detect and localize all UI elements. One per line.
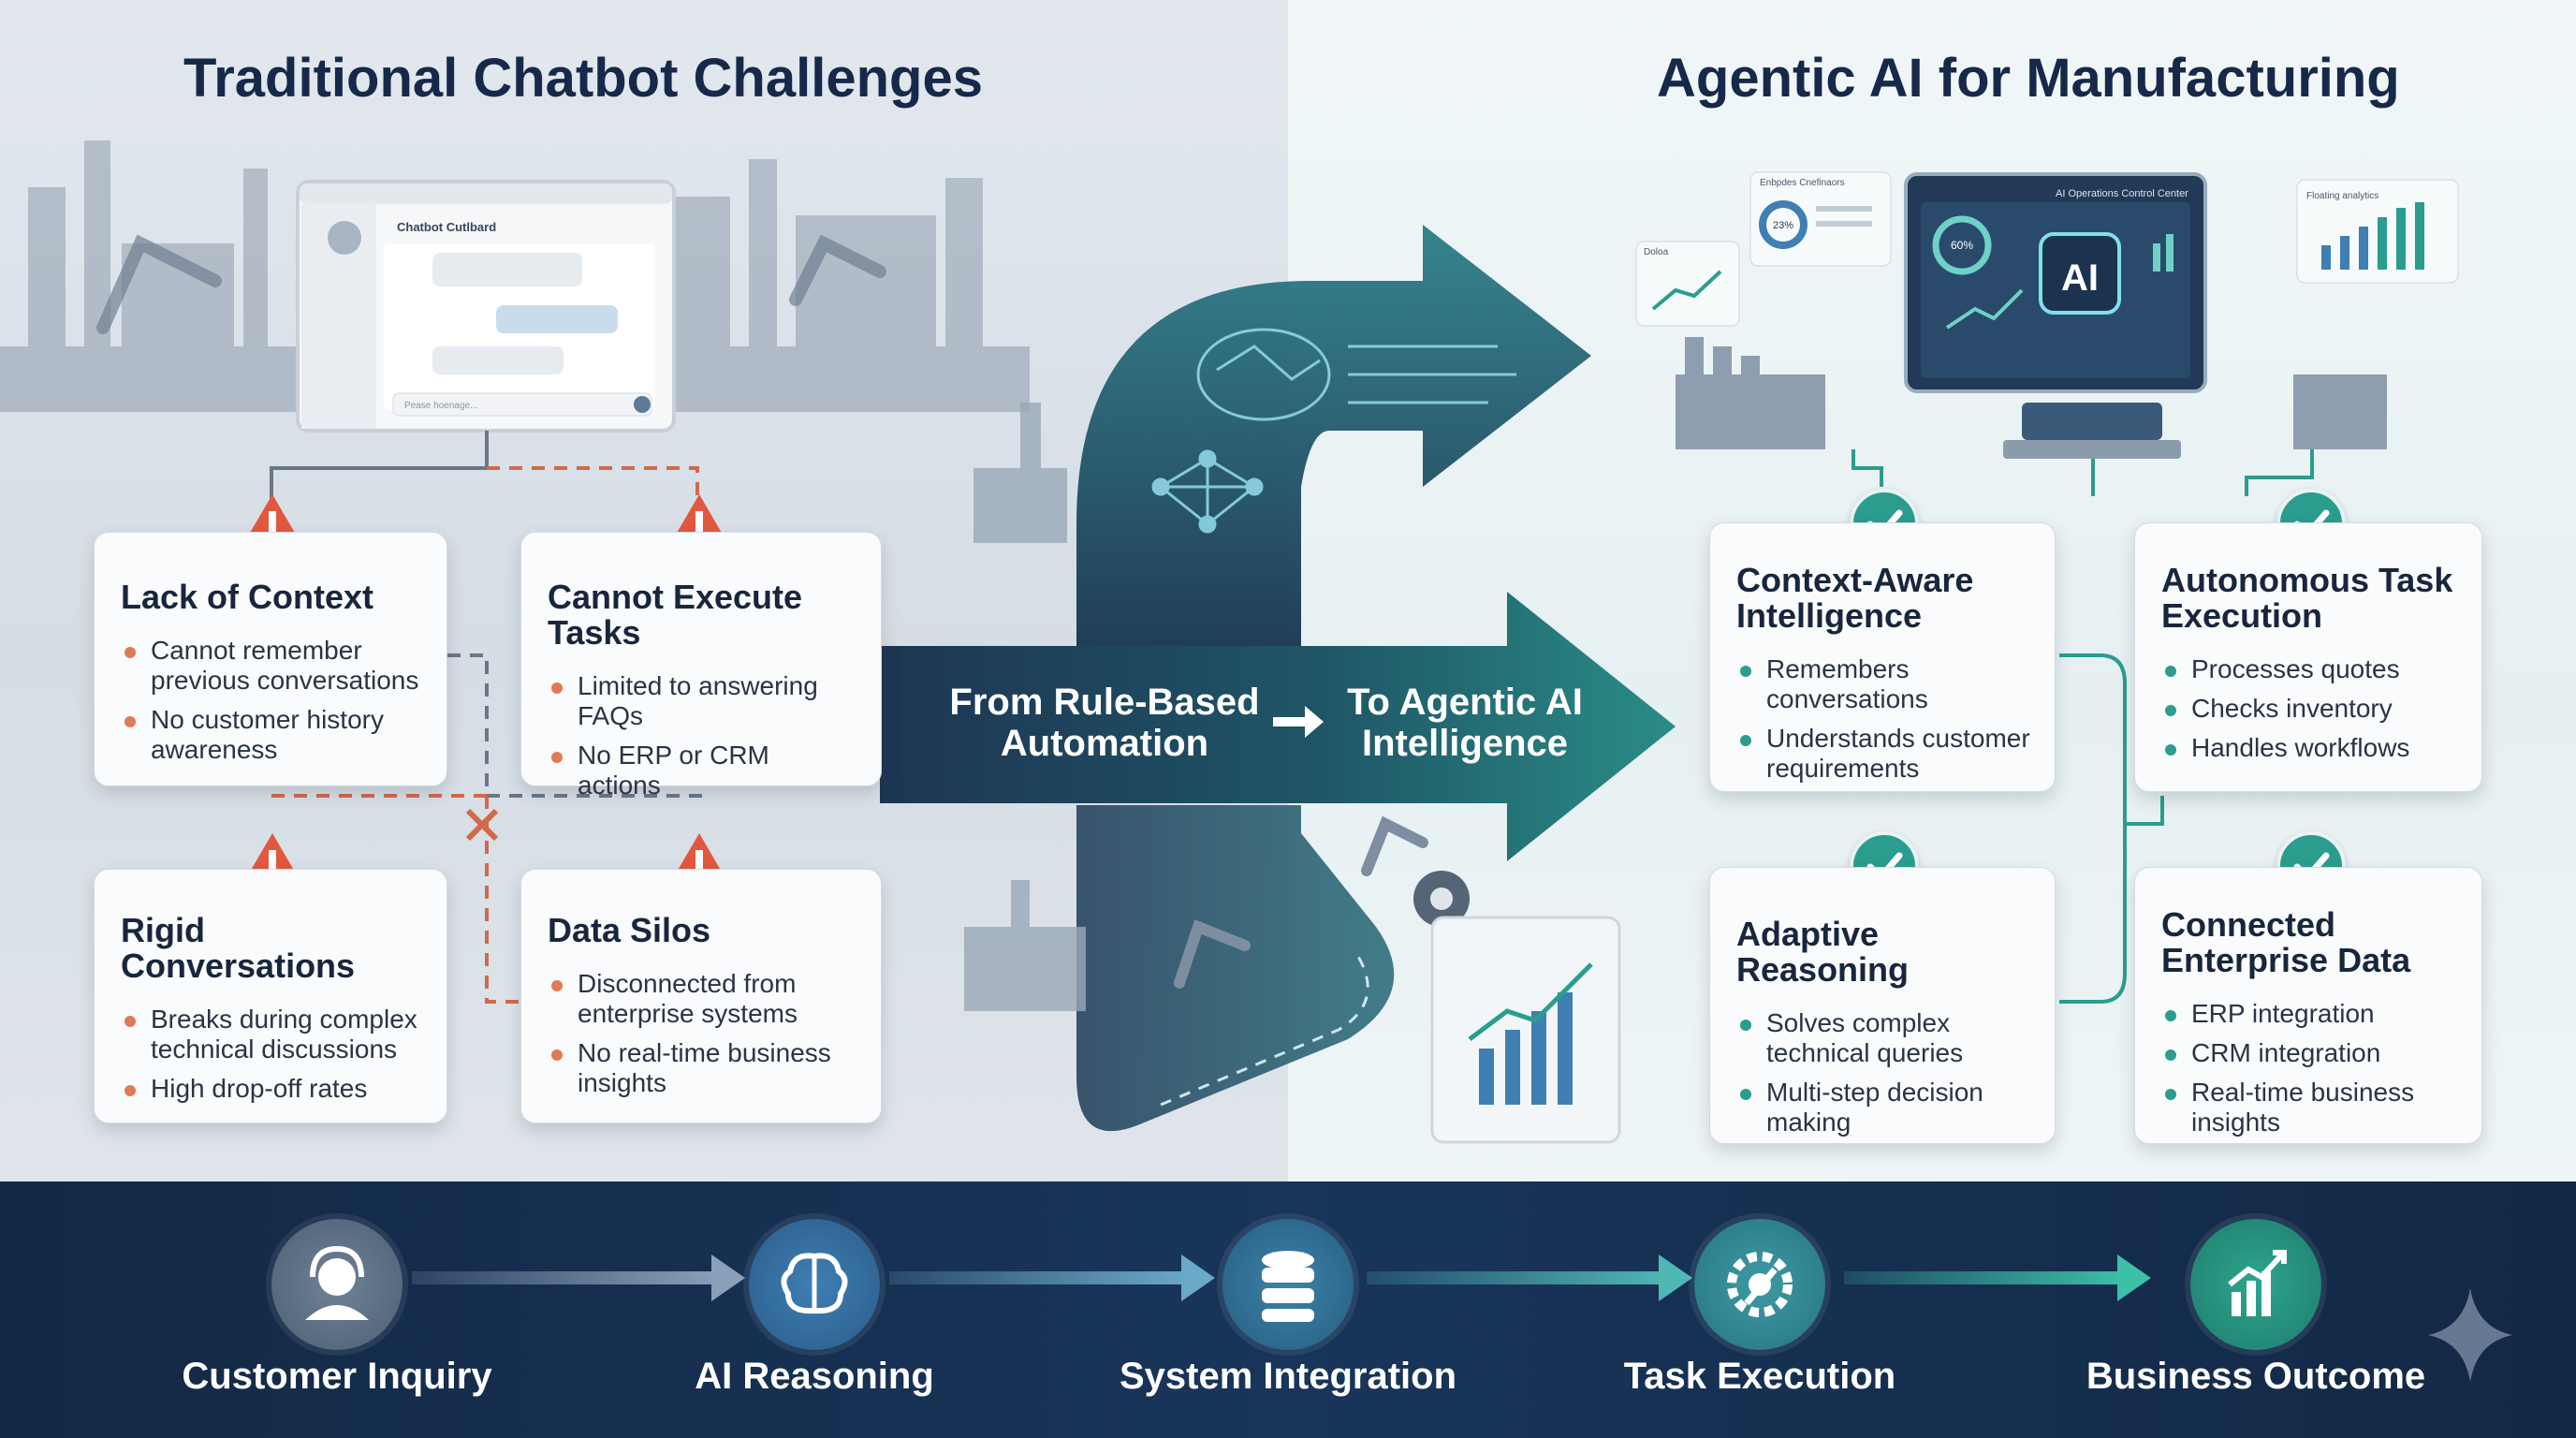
challenge-card-rigid-conversations: Rigid Conversations Breaks during comple…	[94, 869, 447, 1123]
growth-chart-card	[1430, 916, 1621, 1144]
challenge-title: Data Silos	[548, 911, 711, 949]
benefit-bullet: Real-time business insights	[2161, 1078, 2457, 1137]
benefit-card-adaptive-reasoning: Adaptive Reasoning Solves complex techni…	[1709, 867, 2056, 1144]
challenge-bullet: No real-time business insights	[548, 1038, 856, 1098]
arrowhead-icon	[1181, 1255, 1215, 1301]
challenge-bullet: High drop-off rates	[121, 1074, 422, 1104]
benefit-bullet: Processes quotes	[2161, 654, 2457, 684]
control-center-monitor	[1904, 172, 2207, 459]
mini-factory-left	[964, 403, 1086, 1011]
arrowhead-icon	[1659, 1255, 1692, 1301]
benefit-title: Context-Aware Intelligence	[1736, 561, 1974, 635]
workflow-arrow	[1844, 1271, 2125, 1284]
headset-icon	[271, 1219, 402, 1350]
step-label: Business Outcome	[2086, 1356, 2426, 1397]
benefit-card-connected-data: Connected Enterprise Data ERP integratio…	[2134, 867, 2482, 1144]
factory-silhouette	[0, 140, 1030, 412]
benefit-bullet: Handles workflows	[2161, 733, 2457, 763]
chatbot-window	[296, 180, 676, 433]
step-label: AI Reasoning	[695, 1356, 934, 1397]
challenge-card-data-silos: Data Silos Disconnected from enterprise …	[520, 869, 882, 1123]
mini-robot-arm	[1174, 815, 1428, 989]
transition-arrow-icon	[1269, 700, 1325, 743]
growth-chart-icon	[2190, 1219, 2321, 1350]
step-label: Task Execution	[1623, 1356, 1896, 1397]
benefit-bullet: Checks inventory	[2161, 694, 2457, 724]
benefit-card-context-aware: Context-Aware Intelligence Remembers con…	[1709, 522, 2056, 792]
floating-card-left-gauge: 23%	[1773, 220, 1793, 231]
step-label: System Integration	[1119, 1356, 1457, 1397]
challenge-card-cannot-execute: Cannot Execute Tasks Limited to answerin…	[520, 532, 882, 800]
benefit-card-autonomous-task: Autonomous Task Execution Processes quot…	[2134, 522, 2482, 792]
challenge-bullet: Limited to answering FAQs	[548, 671, 856, 731]
challenge-title: Rigid Conversations	[121, 911, 356, 985]
brain-icon	[749, 1219, 880, 1350]
benefit-bullet: Multi-step decision making	[1736, 1078, 2030, 1137]
step-label: Customer Inquiry	[182, 1356, 492, 1397]
benefit-bullet: ERP integration	[2161, 999, 2457, 1029]
mini-gear-icon	[1413, 871, 1470, 927]
benefit-bullet: Solves complex technical queries	[1736, 1008, 2030, 1068]
benefit-title: Autonomous Task Execution	[2161, 561, 2453, 635]
floating-card-small	[1635, 241, 1740, 327]
transition-from-text: From Rule-Based Automation	[949, 682, 1260, 764]
transition-to-text: To Agentic AI Intelligence	[1347, 682, 1583, 764]
floating-card-left	[1749, 171, 1892, 267]
floating-analytics-title: Floating analytics	[2306, 191, 2378, 201]
database-icon	[1222, 1219, 1354, 1350]
broken-link-icon	[465, 808, 499, 842]
benefit-bullet: Understands customer requirements	[1736, 724, 2030, 784]
arrowhead-icon	[711, 1255, 745, 1301]
chatbot-window-title: Chatbot Cutlbard	[397, 220, 496, 234]
curve-arrow	[1076, 225, 1591, 655]
factory-right	[1676, 337, 2387, 449]
connector-lines-right	[1852, 449, 2314, 1004]
workflow-arrow	[1367, 1271, 1666, 1284]
challenge-bullet: Breaks during complex technical discussi…	[121, 1005, 422, 1064]
scenery-layer: Chatbot Cutlbard Pease hoenage...	[0, 140, 2459, 1144]
benefit-title: Connected Enterprise Data	[2161, 905, 2411, 979]
challenge-bullet: Cannot remember previous conversations	[121, 636, 422, 696]
challenge-bullet: Disconnected from enterprise systems	[548, 969, 856, 1029]
sparkle-icon	[2428, 1288, 2512, 1382]
left-title: Traditional Chatbot Challenges	[183, 48, 983, 109]
floating-card-small-title: Doloa	[1644, 247, 1669, 257]
robot-arm-left	[96, 234, 886, 334]
floating-card-left-title: Enbpdes Cnefinaors	[1760, 178, 1845, 188]
challenge-bullet: No customer history awareness	[121, 705, 422, 765]
workflow-road	[1076, 805, 1395, 1132]
right-title: Agentic AI for Manufacturing	[1657, 48, 2400, 109]
challenge-title: Lack of Context	[121, 578, 374, 616]
control-center-gauge: 60%	[1951, 239, 1973, 252]
gear-wrench-icon	[1694, 1219, 1825, 1350]
arrowhead-icon	[2117, 1255, 2151, 1301]
control-center-title: AI Operations Control Center	[2056, 188, 2188, 199]
challenge-card-lack-of-context: Lack of Context Cannot remember previous…	[94, 532, 447, 786]
challenge-title: Cannot Execute Tasks	[548, 578, 803, 652]
benefit-bullet: Remembers conversations	[1736, 654, 2030, 714]
workflow-arrow	[889, 1271, 1189, 1284]
chatbot-input-placeholder: Pease hoenage...	[404, 401, 477, 411]
benefit-title: Adaptive Reasoning	[1736, 915, 1910, 989]
control-center-ai-label: AI	[2061, 257, 2099, 299]
challenge-bullet: No ERP or CRM actions	[548, 741, 856, 800]
benefit-bullet: CRM integration	[2161, 1038, 2457, 1068]
floating-analytics-card	[2296, 179, 2459, 284]
brain-network-graphic	[1151, 328, 1516, 534]
workflow-arrow	[412, 1271, 721, 1284]
